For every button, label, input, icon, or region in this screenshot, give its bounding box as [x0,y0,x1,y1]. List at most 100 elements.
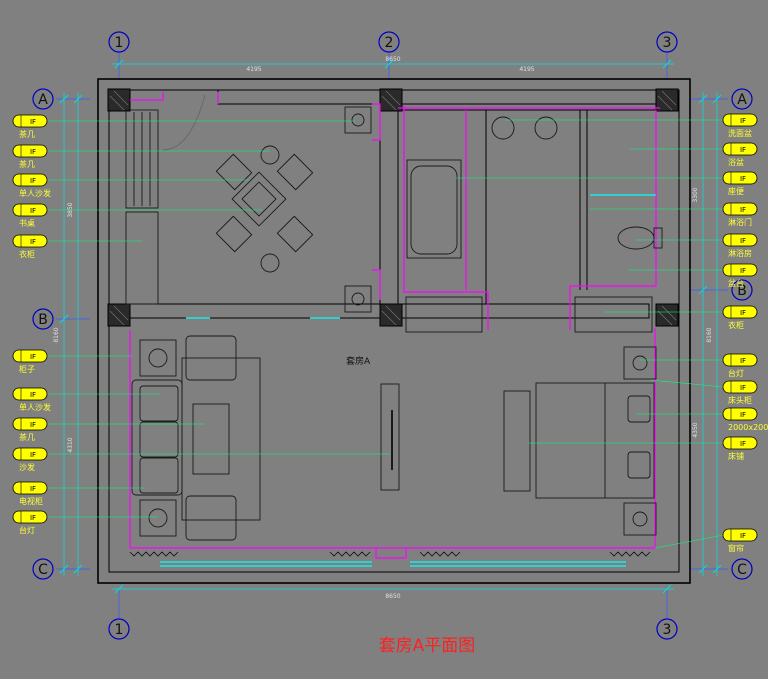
tag-code: IF [30,177,36,185]
side-table [139,499,177,537]
column [379,88,403,112]
right-leader-lines [456,119,725,549]
tag-label: 茶几 [19,129,35,139]
tag-label: 茶几 [19,432,35,442]
tag-marker [722,436,758,450]
tag-label: 床头柜 [728,395,752,405]
tag-label: 浴盆 [728,157,744,167]
sofa [131,379,183,496]
axis-bubble-top-1: 1 [108,31,130,53]
tv-cabinet [380,383,400,491]
axis-bubble-left-C: C [32,558,54,580]
column [655,88,679,112]
bench [503,390,531,492]
tag-marker [722,171,758,185]
grid-lines [56,52,728,618]
pillow [627,451,651,479]
tag-callout: IF 浴盆 [722,142,758,167]
tag-code: IF [30,207,36,215]
finish-lines [129,92,660,559]
tag-callout: IF 书桌 [12,203,48,228]
tag-marker [12,417,48,431]
tea-table [231,171,287,227]
building-walls [97,78,691,584]
tag-callout: IF 盆台 [722,263,758,288]
dim-top-left: 4195 [246,66,261,73]
tag-marker [12,349,48,363]
tag-callout: IF 床头柜 [722,380,758,405]
axis-label: 3 [663,622,672,638]
structural-columns [107,88,679,327]
axis-bubble-bottom-3: 3 [656,618,678,640]
axis-label: B [737,283,747,299]
tag-code: IF [30,118,36,126]
tag-code: IF [740,146,746,154]
tag-marker [12,510,48,524]
axis-bubble-right-A: A [731,88,753,110]
tag-callout: IF 2000x2000双 [722,407,768,432]
axis-label: 1 [115,622,124,638]
tag-label: 2000x2000双 [728,423,768,432]
sink [534,116,558,140]
tag-marker [722,380,758,394]
tag-marker [12,114,48,128]
left-tag-list: IF茶几IF茶几IF单人沙发IF书桌IF衣柜IF柜子IF单人沙发IF茶几IF沙发… [12,114,51,535]
drawing-title: 套房A平面图 [379,636,476,656]
dim-right-total: 8160 [706,327,713,342]
tag-marker [12,203,48,217]
tag-label: 书桌 [19,218,35,228]
tag-label: 床铺 [728,451,744,461]
axis-label: 2 [385,35,394,51]
tag-code: IF [740,267,746,275]
nightstand [623,502,657,536]
tag-code: IF [30,148,36,156]
tag-code: IF [740,384,746,392]
tag-code: IF [740,206,746,214]
tea-table-inner [241,181,277,217]
side-table [260,145,280,165]
wardrobe [125,109,159,209]
tag-code: IF [740,175,746,183]
bathtub [406,159,462,259]
side-table [139,339,177,377]
axis-label: A [737,92,747,108]
axis-bubble-top-2: 2 [378,31,400,53]
tag-label: 盆台 [728,278,744,288]
axis-label: A [38,92,48,108]
tag-marker [12,387,48,401]
tag-label: 衣柜 [728,320,744,330]
tag-label: 电视柜 [19,496,43,506]
tag-label: 单人沙发 [19,402,51,412]
axis-bubble-left-B: B [32,308,54,330]
dimension-lines [63,63,718,590]
tag-label: 衣柜 [19,249,35,259]
nightstand [623,346,657,380]
window [160,194,656,567]
floor-lamp [344,106,372,134]
axis-bubble-bottom-1: 1 [108,618,130,640]
tag-marker [722,305,758,319]
dim-right-lower: 4350 [692,422,699,437]
column [107,303,131,327]
tag-code: IF [740,411,746,419]
side-table [260,253,280,273]
dimension-ticks [59,59,722,594]
tag-code: IF [30,514,36,522]
tag-marker [12,481,48,495]
column [655,303,679,327]
axis-bubble-top-3: 3 [656,31,678,53]
tag-code: IF [740,357,746,365]
armchair [215,153,253,191]
tag-marker [722,353,758,367]
